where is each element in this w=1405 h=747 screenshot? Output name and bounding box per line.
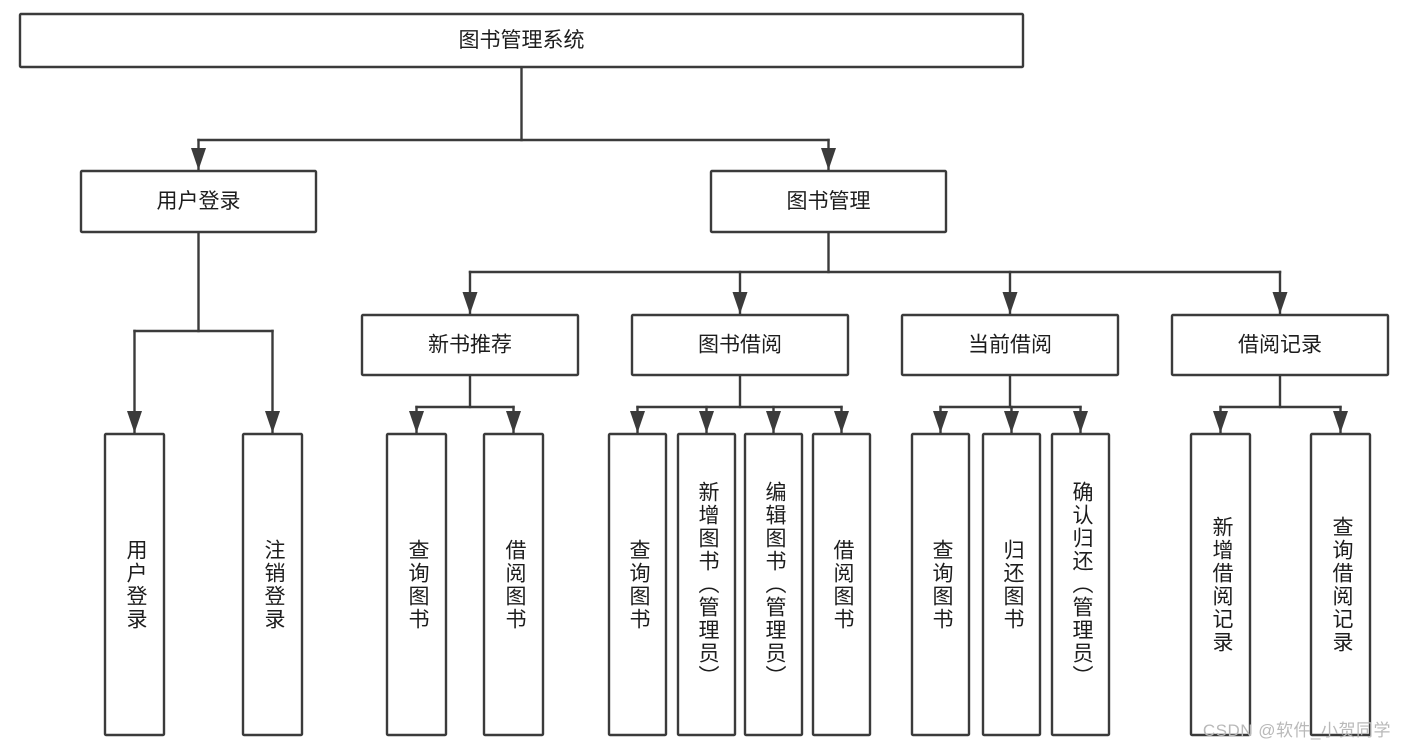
arrow-head-icon xyxy=(699,411,714,433)
arrow-head-icon xyxy=(191,148,206,170)
arrow-head-icon xyxy=(1272,292,1288,314)
node-label-new-book-rec: 新书推荐 xyxy=(428,334,512,357)
node-label-book-manage: 图书管理 xyxy=(787,190,871,213)
node-user-login[interactable] xyxy=(79,169,318,234)
arrow-head-icon xyxy=(1213,411,1228,433)
arrow-head-icon xyxy=(1333,411,1348,433)
node-label-borrow-record: 借阅记录 xyxy=(1238,334,1322,357)
node-label-user-login: 用户登录 xyxy=(157,190,241,213)
leaf-node-leaf-add-book[interactable] xyxy=(676,432,737,737)
leaf-node-leaf-query-book-borrow[interactable] xyxy=(607,432,668,737)
arrow-head-icon xyxy=(409,411,424,433)
leaf-node-leaf-user-logout[interactable] xyxy=(241,432,304,737)
node-root[interactable] xyxy=(18,12,1025,69)
arrow-head-icon xyxy=(821,148,836,170)
arrow-head-icon xyxy=(506,411,521,433)
leaf-node-leaf-edit-book[interactable] xyxy=(743,432,804,737)
node-borrow-record[interactable] xyxy=(1170,313,1390,377)
arrow-head-icon xyxy=(630,411,645,433)
node-new-book-rec[interactable] xyxy=(360,313,580,377)
csdn-watermark: CSDN @软件_小贺同学 xyxy=(1202,721,1391,740)
arrow-head-icon xyxy=(1073,411,1088,433)
leaf-node-leaf-borrow-book[interactable] xyxy=(811,432,872,737)
node-book-borrow[interactable] xyxy=(630,313,850,377)
leaf-node-leaf-return-book[interactable] xyxy=(981,432,1042,737)
leaf-node-leaf-add-record[interactable] xyxy=(1189,432,1252,737)
leaf-node-leaf-query-book-current[interactable] xyxy=(910,432,971,737)
leaf-node-leaf-user-login[interactable] xyxy=(103,432,166,737)
arrow-head-icon xyxy=(127,411,142,433)
arrow-head-icon xyxy=(766,411,781,433)
arrow-head-icon xyxy=(462,292,478,314)
node-label-book-borrow: 图书借阅 xyxy=(698,334,782,357)
connectors-layer xyxy=(127,65,1348,435)
node-label-root: 图书管理系统 xyxy=(459,29,585,52)
arrow-head-icon xyxy=(265,411,280,433)
arrow-head-icon xyxy=(1002,292,1018,314)
arrow-head-icon xyxy=(1004,411,1019,433)
boxes-layer xyxy=(18,12,1390,737)
leaf-node-leaf-confirm-return[interactable] xyxy=(1050,432,1111,737)
arrow-head-icon xyxy=(933,411,948,433)
leaf-node-leaf-borrow-book-rec[interactable] xyxy=(482,432,545,737)
leaf-node-leaf-query-book-rec[interactable] xyxy=(385,432,448,737)
leaf-node-leaf-query-record[interactable] xyxy=(1309,432,1372,737)
arrow-head-icon xyxy=(834,411,849,433)
node-label-current-borrow: 当前借阅 xyxy=(968,334,1052,357)
node-current-borrow[interactable] xyxy=(900,313,1120,377)
node-book-manage[interactable] xyxy=(709,169,948,234)
arrow-head-icon xyxy=(732,292,748,314)
